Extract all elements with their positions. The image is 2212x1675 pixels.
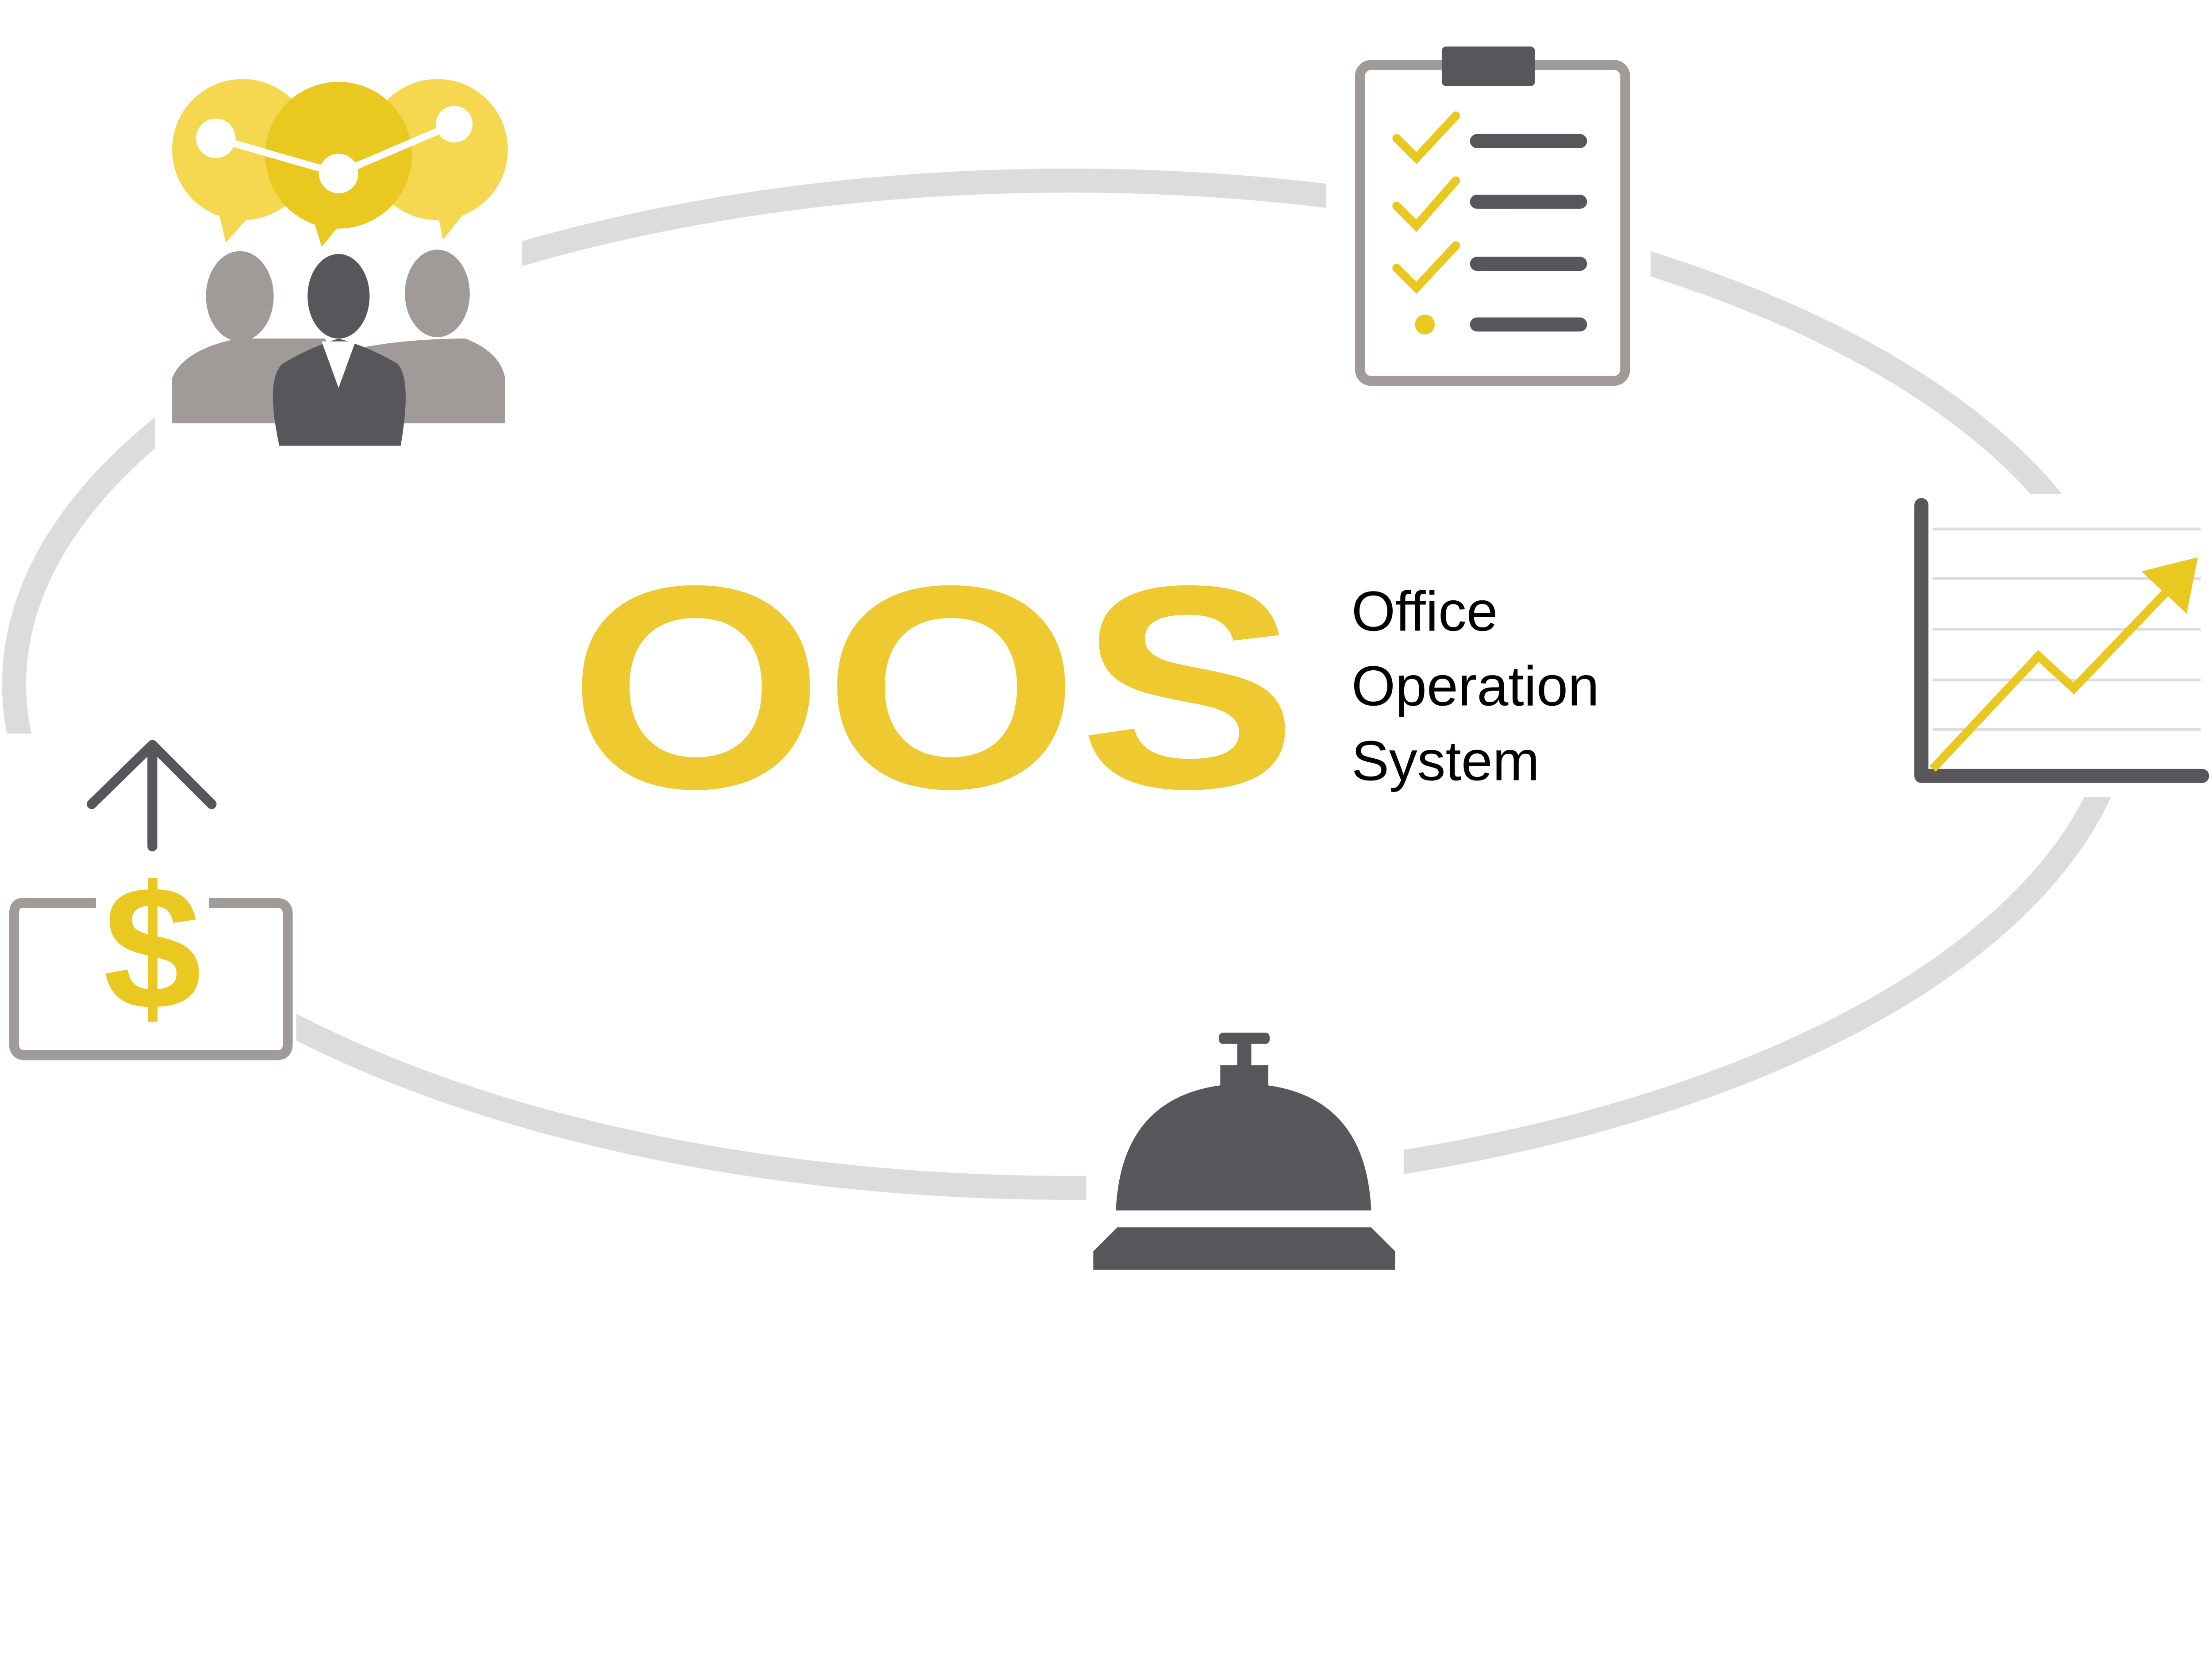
logo-line-system: System <box>1352 730 1540 792</box>
svg-text:$: $ <box>104 849 202 1046</box>
service-bell-icon <box>1086 1027 1404 1274</box>
logo-line-operation: Operation <box>1352 655 1599 718</box>
checklist-icon <box>1326 42 1651 395</box>
team-chat-icon <box>155 56 522 452</box>
money-upload-icon: $ <box>7 734 296 1065</box>
oos-diagram: $ OOS Office Operation System <box>2 42 2209 1274</box>
growth-chart-icon <box>1897 494 2209 797</box>
logo-acronym: OOS <box>568 525 1298 849</box>
logo-line-office: Office <box>1352 580 1498 643</box>
